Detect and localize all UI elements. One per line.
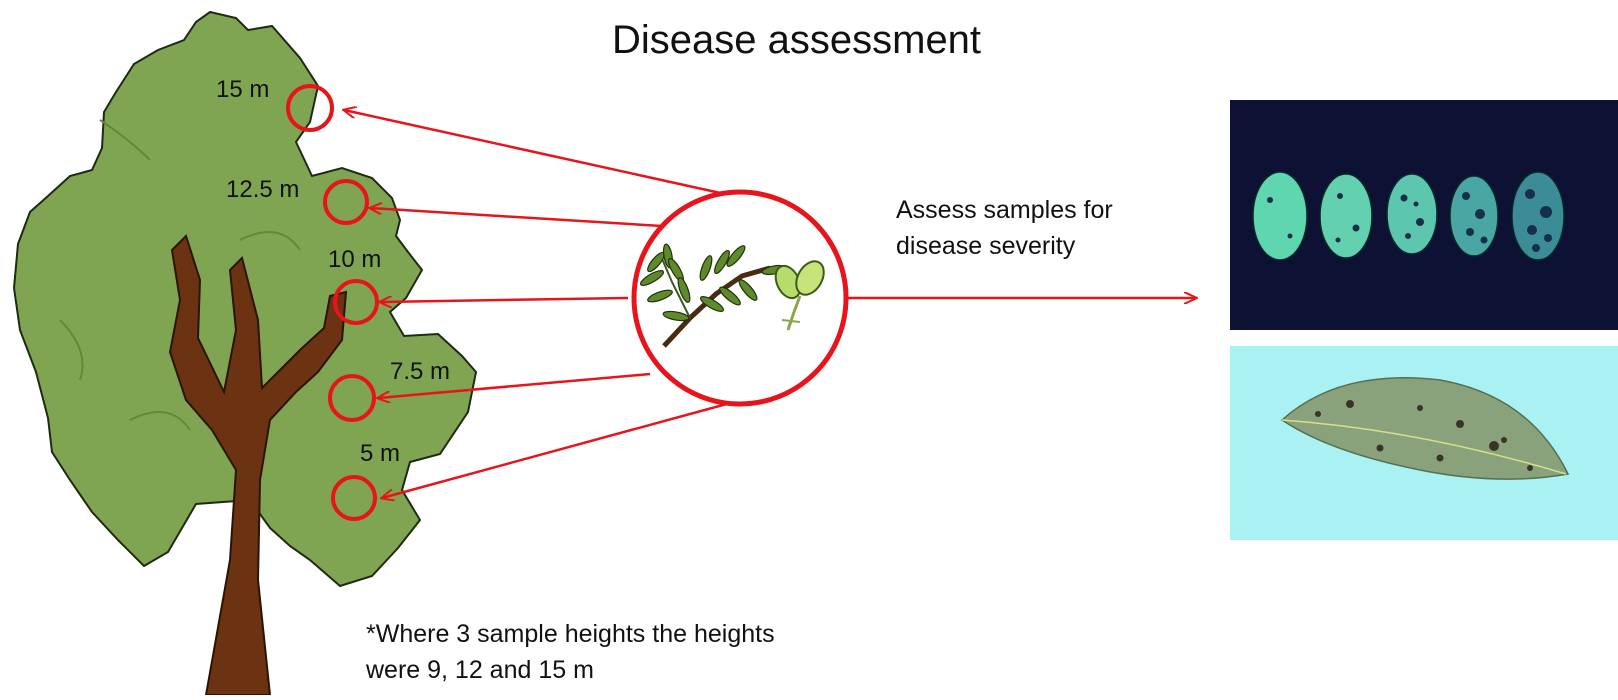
assess-line-1: Assess samples for [896, 192, 1113, 228]
arrow-15m [344, 110, 734, 196]
height-label-10m: 10 m [328, 246, 381, 274]
assess-instruction: Assess samples for disease severity [896, 192, 1113, 264]
footnote-line-2: were 9, 12 and 15 m [366, 652, 775, 688]
assess-line-2: disease severity [896, 228, 1113, 264]
height-label-15m: 15 m [216, 76, 269, 104]
height-label-12-5m: 12.5 m [226, 176, 299, 204]
footnote-line-1: *Where 3 sample heights the heights [366, 616, 775, 652]
arrow-10m [380, 298, 628, 302]
height-label-5m: 5 m [360, 440, 400, 468]
footnote: *Where 3 sample heights the heights were… [366, 616, 775, 688]
leaf-sample-photo [1230, 346, 1618, 540]
height-label-7-5m: 7.5 m [390, 358, 450, 386]
page-title: Disease assessment [612, 18, 981, 63]
arrow-12-5m [370, 208, 662, 226]
nut-samples-photo [1230, 100, 1618, 330]
